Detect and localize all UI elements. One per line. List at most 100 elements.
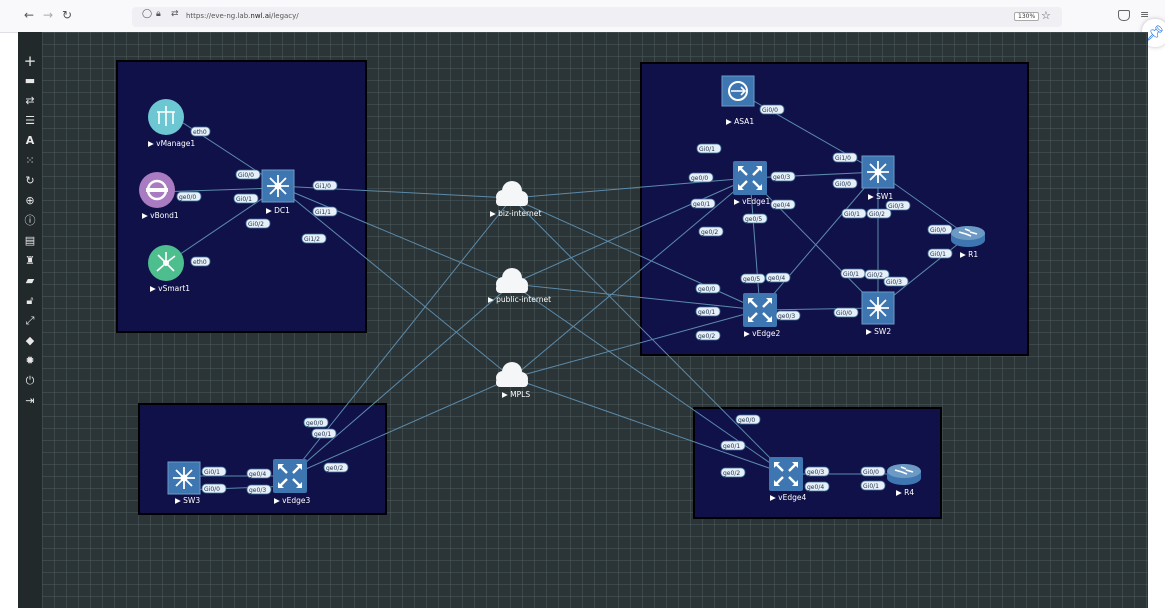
label-r4: ▶ R4 (896, 488, 914, 497)
zoom-level[interactable]: 130% (1014, 12, 1040, 21)
expand-icon[interactable]: ⤢ (25, 314, 35, 327)
bookmark-star-icon[interactable]: ☆ (1041, 9, 1051, 22)
refresh-icon[interactable]: ↻ (25, 174, 35, 187)
iface-ve1-ge02[interactable]: ge0/2 (698, 226, 724, 237)
svg-text:Gi0/3: Gi0/3 (888, 203, 904, 210)
node-vedge3[interactable]: ▶ vEdge3 (271, 457, 310, 505)
iface-ve1-ge00[interactable]: ge0/0 (688, 172, 714, 183)
group-site1[interactable] (640, 62, 1029, 356)
iface-dc1-gi12[interactable]: Gi1/2 (301, 233, 327, 244)
node-vbond1[interactable]: ▶ vBond1 (139, 172, 179, 220)
forward-icon[interactable]: → (43, 8, 54, 22)
iface-sw3-gi01[interactable]: Gi0/1 (201, 466, 227, 477)
tag-icon[interactable]: ◆ (25, 334, 35, 347)
plus-icon[interactable]: + (23, 52, 37, 70)
iface-ve2-ge00[interactable]: ge0/0 (695, 283, 721, 294)
iface-sw3-gi00[interactable]: Gi0/0 (201, 483, 227, 494)
node-vedge2[interactable]: ▶ vEdge2 (741, 291, 780, 338)
back-icon[interactable]: ← (24, 8, 35, 22)
iface-r4-gi00[interactable]: Gi0/0 (860, 466, 886, 477)
lock-icon[interactable]: 🔒︎ (156, 9, 161, 19)
iface-ve3-ge01[interactable]: ge0/1 (311, 428, 337, 439)
iface-r1-gi00[interactable]: Gi0/0 (927, 224, 953, 235)
unlock-icon[interactable]: 🔓︎ (26, 294, 34, 307)
iface-ve1-ge01[interactable]: ge0/1 (690, 198, 716, 209)
iface-ve2-ge04[interactable]: ge0/4 (765, 272, 791, 283)
signout-icon[interactable]: ⇥ (25, 394, 35, 407)
iface-ve1-ge03[interactable]: ge0/3 (770, 171, 796, 182)
iface-sw2-gi03[interactable]: Gi0/3 (883, 276, 909, 287)
pocket-icon[interactable] (1118, 10, 1130, 21)
iface-ve3-ge02[interactable]: ge0/2 (323, 462, 349, 473)
iface-ve4-ge03[interactable]: ge0/3 (804, 466, 830, 477)
reload-icon[interactable]: ↻ (62, 8, 73, 22)
zoom-icon[interactable]: ⊕ (25, 194, 35, 207)
list-icon[interactable]: ☰ (25, 114, 35, 127)
iface-dc1-gi11[interactable]: Gi1/1 (312, 206, 338, 217)
iface-ve3-ge00[interactable]: ge0/0 (303, 417, 329, 428)
iface-sw2-gi01[interactable]: Gi0/1 (840, 268, 866, 279)
iface-vbond-ge00[interactable]: ge0/0 (176, 191, 202, 202)
node-sw1[interactable]: ▶ SW1 (861, 155, 895, 201)
grid-icon[interactable]: ⁙ (25, 154, 35, 167)
text-icon[interactable]: A (25, 134, 35, 147)
iface-vmanage-eth0[interactable]: eth0 (190, 126, 211, 137)
iface-dc1-gi01[interactable]: Gi0/1 (233, 193, 259, 204)
iface-ve4-ge04[interactable]: ge0/4 (804, 481, 830, 492)
menu-icon[interactable]: ≡ (1140, 8, 1150, 21)
iface-sw1-gi10[interactable]: Gi1/0 (832, 152, 858, 163)
iface-ve3-ge03[interactable]: ge0/3 (246, 484, 272, 495)
node-vsmart1[interactable]: ▶ vSmart1 (148, 245, 190, 293)
iface-dc1-gi10[interactable]: Gi1/0 (312, 180, 338, 191)
arrows-icon[interactable]: ⇄ (25, 94, 35, 107)
iface-ve2-ge02[interactable]: ge0/2 (695, 330, 721, 341)
cog-icon[interactable]: ✹ (25, 354, 35, 367)
iface-asa-gi01[interactable]: Gi0/1 (696, 143, 722, 154)
iface-r1-gi01[interactable]: Gi0/1 (927, 248, 953, 259)
node-vedge4[interactable]: ▶ vEdge4 (767, 455, 806, 502)
node-mpls[interactable]: ▶ MPLS (496, 362, 530, 399)
iface-ve3-ge04[interactable]: ge0/4 (246, 468, 272, 479)
url-text[interactable]: https://eve-ng.lab.nwl.ai/legacy/ (186, 12, 299, 20)
node-r1[interactable]: ▶ R1 (950, 225, 986, 259)
table-icon[interactable]: ▤ (24, 234, 36, 247)
iface-sw1-gi00[interactable]: Gi0/0 (832, 178, 858, 189)
iface-ve1-ge05[interactable]: ge0/5 (742, 213, 768, 224)
group-site3[interactable] (138, 403, 387, 515)
iface-dc1-gi00[interactable]: Gi0/0 (235, 169, 261, 180)
address-bar[interactable] (132, 7, 1062, 27)
power-icon[interactable]: ⏻ (25, 374, 35, 387)
node-dc1[interactable]: ▶ DC1 (261, 169, 295, 215)
iface-sw2-gi00[interactable]: Gi0/0 (833, 307, 859, 318)
node-biz-internet[interactable]: ▶ biz-internet (490, 181, 541, 218)
iface-sw2-gi02[interactable]: Gi0/2 (864, 269, 890, 280)
iface-ve4-ge02[interactable]: ge0/2 (720, 467, 746, 478)
iface-vsmart-eth0[interactable]: eth0 (190, 256, 211, 267)
graduation-icon[interactable]: ♜ (25, 254, 35, 267)
node-sw2[interactable]: ▶ SW2 (861, 291, 895, 336)
iface-sw1-gi02[interactable]: Gi0/2 (866, 208, 892, 219)
iface-dc1-gi02[interactable]: Gi0/2 (245, 218, 271, 229)
node-r4[interactable]: ▶ R4 (886, 463, 922, 497)
comment-icon[interactable]: ▰ (25, 274, 35, 287)
iface-sw1-gi01[interactable]: Gi0/1 (841, 208, 867, 219)
iface-ve4-ge01[interactable]: ge0/1 (720, 440, 746, 451)
node-vmanage1[interactable]: ▶ vManage1 (148, 99, 195, 148)
iface-r4-gi01[interactable]: Gi0/1 (860, 480, 886, 491)
permissions-icon[interactable]: ⇄ (171, 9, 179, 19)
iface-ve1-ge04[interactable]: ge0/4 (770, 199, 796, 210)
info-icon[interactable]: ⓘ (24, 214, 36, 227)
iface-ve2-ge01[interactable]: ge0/1 (695, 306, 721, 317)
node-public-internet[interactable]: ▶ public-internet (488, 268, 551, 304)
iface-ve2-ge05[interactable]: ge0/5 (740, 273, 766, 284)
node-vedge1[interactable]: ▶ vEdge1 (731, 159, 770, 206)
iface-asa-gi00[interactable]: Gi0/0 (759, 104, 785, 115)
group-site4[interactable] (693, 407, 942, 519)
server-icon[interactable]: ▬ (24, 74, 36, 87)
iface-ve2-ge03[interactable]: ge0/3 (775, 310, 801, 321)
shield-icon[interactable]: ◯ (142, 9, 153, 19)
node-sw3[interactable]: ▶ SW3 (167, 461, 201, 505)
iface-ve4-ge00[interactable]: ge0/0 (735, 414, 761, 425)
iface-sw1-gi03[interactable]: Gi0/3 (885, 200, 911, 211)
node-asa1[interactable]: ▶ ASA1 (721, 75, 755, 126)
